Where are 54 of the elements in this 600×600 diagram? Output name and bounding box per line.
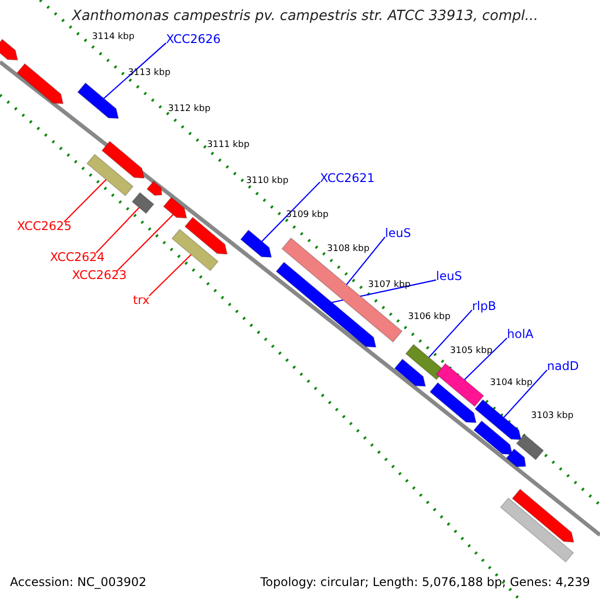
gene-feature bbox=[474, 399, 522, 440]
leader-line bbox=[346, 236, 386, 286]
gene-label: XCC2623 bbox=[72, 269, 127, 281]
gene-label: XCC2625 bbox=[17, 220, 72, 232]
gene-label: nadD bbox=[547, 360, 579, 372]
gene-label: XCC2624 bbox=[50, 251, 105, 263]
scale-label: 3111 kbp bbox=[207, 141, 250, 150]
gene-label: XCC2621 bbox=[320, 172, 375, 184]
map-title: Xanthomonas campestris pv. campestris str. ATCC 33913, compl... bbox=[72, 9, 538, 23]
leader-line bbox=[64, 179, 107, 222]
scale-label: 3105 kbp bbox=[450, 347, 492, 356]
gene-feature bbox=[394, 358, 426, 387]
gene-label: trx bbox=[133, 294, 150, 306]
gene-feature bbox=[0, 38, 18, 61]
gene-feature bbox=[171, 228, 219, 272]
gene-label: leuS bbox=[436, 270, 462, 282]
gene-feature bbox=[473, 420, 513, 455]
scale-label: 3112 kbp bbox=[168, 105, 210, 114]
leader-line bbox=[503, 370, 548, 418]
leader-line bbox=[116, 214, 174, 272]
leader-line bbox=[103, 42, 166, 99]
gene-feature bbox=[162, 196, 188, 219]
scale-label: 3109 kbp bbox=[286, 211, 328, 220]
gene-feature bbox=[184, 216, 228, 255]
gene-label: leuS bbox=[385, 227, 411, 239]
scale-label: 3114 kbp bbox=[92, 33, 134, 42]
gene-feature bbox=[516, 434, 544, 460]
gene-feature bbox=[146, 180, 162, 196]
gene-feature bbox=[132, 192, 154, 214]
gene-feature bbox=[436, 362, 484, 408]
leader-line bbox=[96, 207, 140, 254]
gene-label: rlpB bbox=[472, 300, 496, 312]
gene-label: holA bbox=[507, 328, 534, 340]
leader-line bbox=[261, 182, 320, 242]
gene-label: XCC2626 bbox=[166, 33, 221, 45]
scale-label: 3106 kbp bbox=[408, 313, 450, 322]
scale-label: 3104 kbp bbox=[490, 379, 532, 388]
leader-line bbox=[428, 310, 472, 358]
gene-feature bbox=[512, 488, 574, 543]
gene-feature bbox=[500, 497, 574, 563]
gene-feature bbox=[429, 382, 477, 424]
scale-label: 3108 kbp bbox=[327, 245, 370, 254]
scale-label: 3103 kbp bbox=[531, 412, 574, 421]
gene-feature bbox=[506, 448, 526, 468]
gene-feature bbox=[240, 229, 272, 258]
leader-line bbox=[464, 338, 508, 380]
gene-feature bbox=[77, 82, 120, 119]
gene-feature bbox=[101, 140, 145, 179]
footer-text: Topology: circular; Length: 5,076,188 bp; Genes: 4,239 bbox=[260, 576, 590, 588]
gene-feature bbox=[16, 63, 64, 104]
scale-label: 3110 kbp bbox=[246, 177, 288, 186]
leader-line bbox=[148, 254, 192, 296]
gene-feature bbox=[86, 154, 134, 196]
footer-text: Accession: NC_003902 bbox=[10, 576, 146, 588]
